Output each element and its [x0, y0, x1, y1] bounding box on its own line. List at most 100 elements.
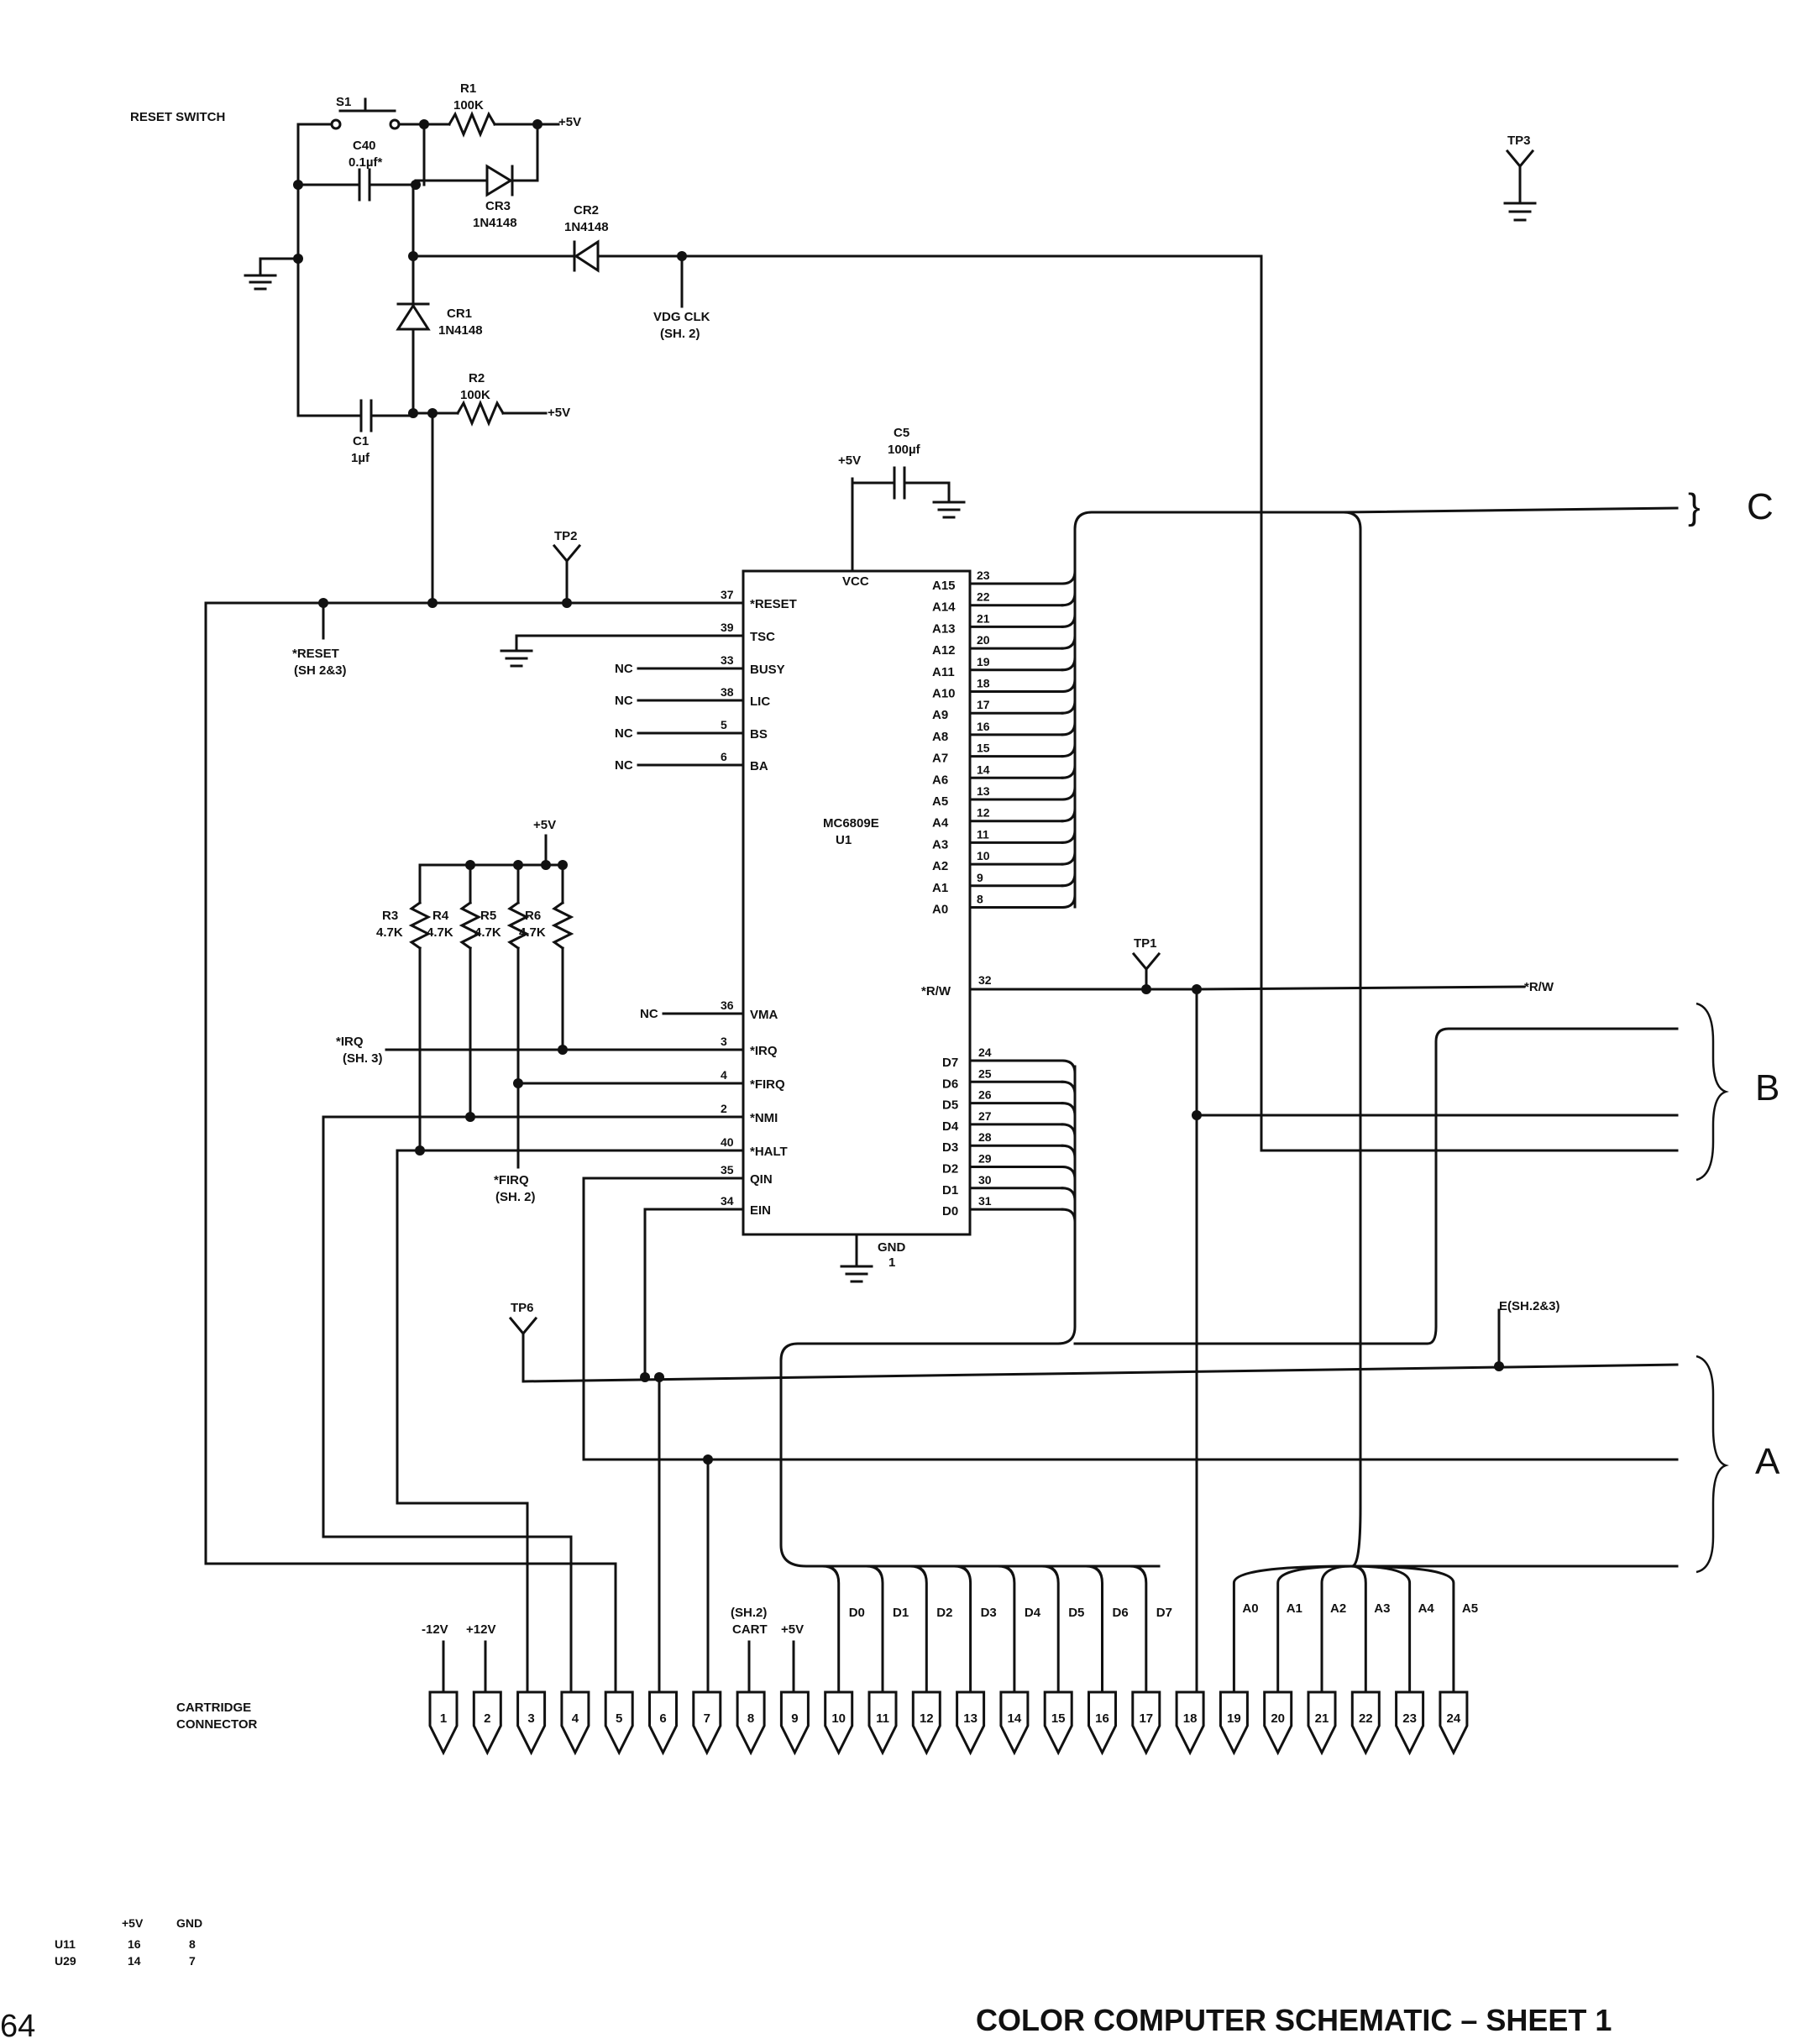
cartridge-pin — [867, 1690, 898, 1756]
cpu-left-pin-name: BA — [750, 759, 768, 773]
cartridge-pin — [1088, 1690, 1117, 1756]
address-pin-number: 19 — [977, 655, 990, 668]
address-pin-name: A15 — [932, 579, 956, 593]
pullup-ref: R4 — [432, 909, 449, 923]
cartridge-pin-number: 11 — [876, 1711, 889, 1726]
address-bus-entry — [1061, 591, 1077, 607]
cpu-left-pin-name: *HALT — [750, 1145, 788, 1159]
cartridge-address-label: A4 — [1418, 1601, 1435, 1616]
cartridge-pin — [648, 1690, 678, 1756]
nc-ba: NC — [615, 758, 633, 773]
cartridge-data-tap — [1041, 1564, 1060, 1694]
cr3-label: CR3 — [485, 199, 511, 213]
cpu-left-pin-name: *IRQ — [750, 1044, 778, 1058]
data-pin-name: D6 — [942, 1077, 958, 1091]
cartridge-pin — [1350, 1690, 1381, 1756]
cart-plus5v: +5V — [781, 1622, 804, 1637]
cr2-part: 1N4148 — [564, 220, 609, 234]
address-bus-entry — [1061, 828, 1077, 844]
r1-supply: +5V — [558, 115, 581, 129]
address-pin-name: A11 — [932, 665, 955, 679]
cartridge-data-tap — [998, 1564, 1016, 1694]
cr1-label: CR1 — [447, 307, 472, 321]
cpu-address-pins: A1523A1422A1321A1220A1119A1018A917A816A7… — [932, 557, 1077, 917]
cartridge-data-tap — [954, 1564, 972, 1694]
irq-label: *IRQ — [336, 1035, 364, 1049]
data-bus-entry — [1061, 1123, 1077, 1139]
cartridge-pin-number: 9 — [791, 1711, 798, 1726]
data-bus-entry — [1061, 1144, 1077, 1160]
address-pin-name: A3 — [932, 837, 948, 852]
cpu-left-pin-name: LIC — [750, 694, 770, 709]
diode-cr1: CR1 1N4148 — [396, 254, 483, 415]
cr2-label: CR2 — [574, 203, 599, 218]
cartridge-address-tap — [1350, 1564, 1455, 1694]
cartridge-pin — [516, 1690, 547, 1756]
address-bus-entry — [1061, 893, 1077, 909]
bus-c-brace: } — [1688, 486, 1701, 527]
bus-a-label: A — [1755, 1441, 1780, 1482]
data-bus-entry — [1061, 1187, 1077, 1203]
cpu-gnd-pin: 1 — [888, 1255, 895, 1270]
address-pin-number: 9 — [977, 871, 983, 884]
cartridge-pin-number: 19 — [1227, 1711, 1241, 1726]
cartridge-pin-number: 15 — [1051, 1711, 1066, 1726]
pullup-ref: R3 — [382, 909, 398, 923]
cartridge-pin — [428, 1690, 459, 1756]
cpu-rw-pin: *R/W 32 — [921, 973, 1198, 998]
address-pin-name: A13 — [932, 621, 956, 636]
address-bus-entry — [1061, 677, 1077, 694]
cartridge-pin-number: 8 — [747, 1711, 754, 1726]
data-pin-number: 25 — [978, 1067, 992, 1080]
address-pin-number: 11 — [977, 827, 989, 841]
cartridge-pin-number: 12 — [920, 1711, 934, 1726]
cpu-left-pin-number: 34 — [721, 1194, 734, 1208]
cpu-left-pin-name: EIN — [750, 1203, 771, 1218]
cartridge-pin-number: 16 — [1095, 1711, 1109, 1726]
cartridge-data-tap — [909, 1564, 928, 1694]
capacitor-c40: C40 0.1µf* — [296, 139, 417, 202]
nc-lic: NC — [615, 694, 633, 708]
address-bus-entry — [1061, 807, 1077, 823]
cartridge-address-tap — [1276, 1564, 1354, 1694]
cpu-left-pin-number: 6 — [721, 750, 727, 763]
c40-value: 0.1µf* — [349, 155, 382, 170]
pullup-value: 4.7K — [427, 925, 453, 940]
data-pin-name: D5 — [942, 1098, 958, 1113]
data-pin-number: 26 — [978, 1088, 992, 1102]
reset-signal-ref: (SH 2&3) — [294, 663, 347, 678]
cartridge-pin — [1395, 1690, 1425, 1756]
r2-value: 100K — [460, 388, 490, 402]
address-pin-number: 17 — [977, 698, 990, 711]
power-row-5v: 14 — [128, 1954, 141, 1968]
cartridge-address-label: A1 — [1287, 1601, 1302, 1616]
cpu-left-pin-name: *NMI — [750, 1111, 778, 1125]
cartridge-pin-number: 22 — [1359, 1711, 1373, 1726]
cartridge-address-label: A0 — [1242, 1601, 1258, 1616]
cpu-left-pin-number: 33 — [721, 653, 734, 667]
tp3-label: TP3 — [1507, 134, 1531, 148]
irq-ref: (SH. 3) — [343, 1051, 383, 1066]
cartridge-pin — [779, 1690, 810, 1756]
data-bus-entry — [1061, 1059, 1077, 1075]
ground-symbol — [244, 254, 303, 291]
data-bus-entry — [1061, 1208, 1077, 1224]
s1-label: S1 — [336, 95, 351, 109]
cpu-left-pin-number: 35 — [721, 1163, 734, 1177]
cartridge-pin — [1263, 1690, 1293, 1756]
firq-ref: (SH. 2) — [495, 1190, 536, 1204]
address-pin-number: 13 — [977, 784, 990, 798]
cartridge-pin — [1219, 1690, 1249, 1756]
diode-cr3: CR3 1N4148 — [414, 119, 542, 230]
rw-pin-num: 32 — [978, 973, 992, 987]
cartridge-pin — [736, 1690, 766, 1756]
cart-cart: CART — [732, 1622, 768, 1637]
page-number: 64 — [0, 2009, 35, 2044]
cpu-left-pins: 37*RESET39TSC33BUSY38LIC5BS6BA36VMA3*IRQ… — [721, 588, 797, 1218]
resistor-r1: R1 100K +5V — [422, 81, 581, 138]
address-pin-number: 21 — [977, 611, 990, 625]
cartridge-pin — [472, 1690, 502, 1756]
reset-signal-label: *RESET — [292, 647, 339, 661]
